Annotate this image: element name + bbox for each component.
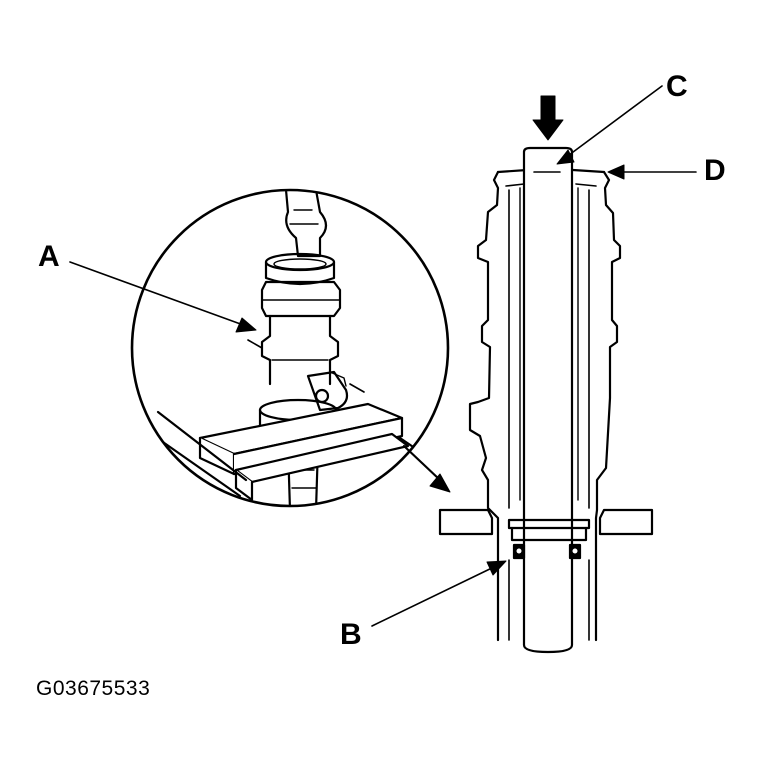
leader-line-c xyxy=(564,85,663,159)
magnified-detail-view xyxy=(130,188,450,508)
callout-d: D xyxy=(704,154,726,187)
inner-top-edge xyxy=(505,183,597,187)
detail-circle xyxy=(130,188,450,508)
leader-arrowhead-c-icon xyxy=(556,149,575,165)
body-top-rim xyxy=(496,168,606,174)
support-block-right xyxy=(598,508,654,536)
piston-rod-c xyxy=(522,146,574,654)
outer-body-left-wall xyxy=(468,170,500,642)
leader-line-b xyxy=(371,565,497,627)
piston-seat xyxy=(510,526,588,542)
detail-leader-arrow xyxy=(402,444,442,482)
piston-block xyxy=(507,518,591,530)
shock-absorber-assembly xyxy=(438,95,654,654)
callout-b: B xyxy=(340,618,362,651)
outer-body-right-wall xyxy=(594,170,622,642)
leader-arrowhead-a-icon xyxy=(235,317,257,333)
leader-line-a xyxy=(69,261,247,327)
support-block-left xyxy=(438,508,494,536)
detail-leader-arrowhead-icon xyxy=(429,473,451,493)
leader-arrowhead-d-icon xyxy=(607,164,625,180)
callout-a: A xyxy=(38,240,60,273)
push-down-arrow-icon xyxy=(532,95,564,141)
leader-arrowhead-b-icon xyxy=(486,560,507,576)
figure-code: G03675533 xyxy=(36,677,151,700)
callout-c: C xyxy=(666,70,688,103)
